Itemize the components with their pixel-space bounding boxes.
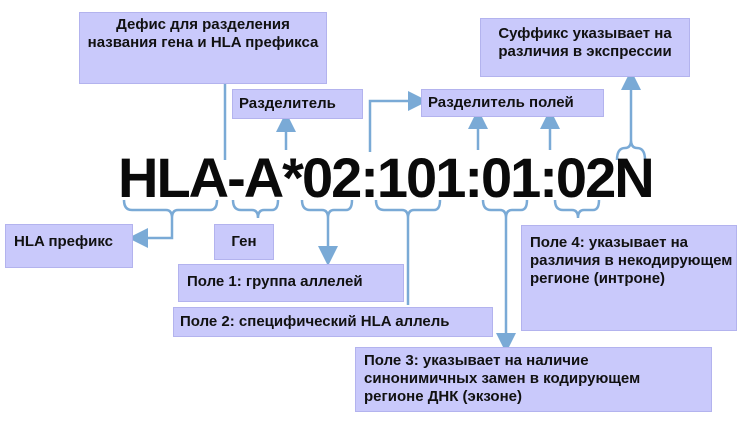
hyphen-label: Дефис для разделения названия гена и HLA… (87, 16, 319, 51)
field1-label-box: Поле 1: группа аллелей (178, 264, 404, 302)
field1-label: Поле 1: группа аллелей (187, 273, 363, 290)
field-separator-label: Разделитель полей (428, 94, 574, 111)
field2-label-box: Поле 2: специфический HLA аллель (173, 307, 493, 337)
field3-label-box: Поле 3: указывает на наличие синонимичны… (355, 347, 712, 412)
suffix-label: Суффикс указывает на различия в экспресс… (498, 25, 672, 60)
hla-prefix-label: HLA префикс (14, 233, 114, 250)
field-separator-label-box: Разделитель полей (421, 89, 604, 117)
hla-prefix-label-box: HLA префикс (5, 224, 133, 268)
separator-label: Разделитель (239, 95, 336, 112)
field3-label: Поле 3: указывает на наличие синонимичны… (364, 352, 641, 405)
suffix-label-box: Суффикс указывает на различия в экспресс… (480, 18, 690, 77)
gene-label-box: Ген (214, 224, 274, 260)
gene-label: Ген (231, 233, 257, 250)
field4-label: Поле 4: указывает на различия в некодиру… (530, 234, 733, 287)
hla-allele-code: HLA-A*02:101:01:02N (118, 146, 655, 209)
field4-label-box: Поле 4: указывает на различия в некодиру… (521, 225, 737, 331)
hyphen-label-box: Дефис для разделения названия гена и HLA… (79, 12, 327, 84)
field2-label: Поле 2: специфический HLA аллель (180, 313, 450, 330)
separator-label-box: Разделитель (232, 89, 363, 119)
